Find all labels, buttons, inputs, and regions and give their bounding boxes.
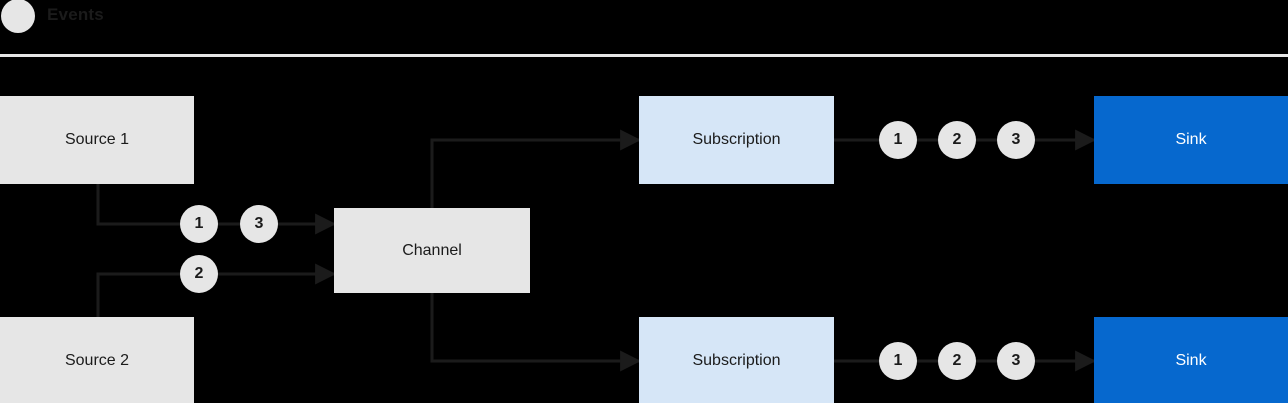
node-channel[interactable]: Channel — [334, 208, 530, 293]
event-token-sub1-2: 2 — [938, 121, 976, 159]
event-token-s2-2: 2 — [180, 255, 218, 293]
header-divider — [0, 54, 1288, 57]
node-sink-bottom[interactable]: Sink — [1094, 317, 1288, 403]
event-token-sub1-3: 3 — [997, 121, 1035, 159]
event-token-s1-3: 3 — [240, 205, 278, 243]
event-token-sub2-3: 3 — [997, 342, 1035, 380]
legend-label: Events — [47, 5, 104, 24]
node-subscription-top[interactable]: Subscription — [639, 96, 834, 184]
node-source-2[interactable]: Source 2 — [0, 317, 194, 403]
node-subscription-bottom[interactable]: Subscription — [639, 317, 834, 403]
event-dot-icon — [1, 0, 35, 33]
node-source-1[interactable]: Source 1 — [0, 96, 194, 184]
event-token-sub1-1: 1 — [879, 121, 917, 159]
node-sink-top[interactable]: Sink — [1094, 96, 1288, 184]
event-token-s1-1: 1 — [180, 205, 218, 243]
event-token-sub2-2: 2 — [938, 342, 976, 380]
event-token-sub2-1: 1 — [879, 342, 917, 380]
